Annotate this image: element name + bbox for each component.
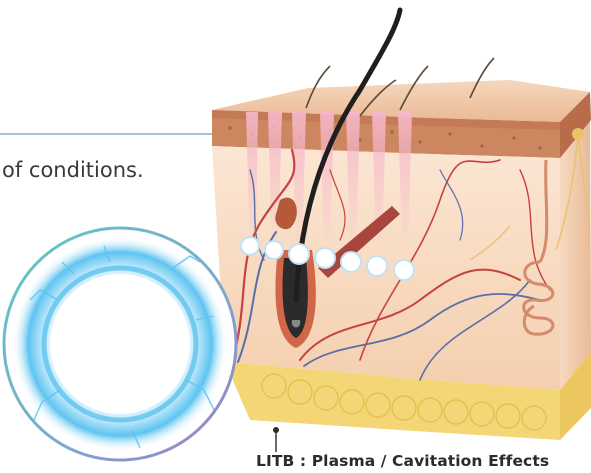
nerve-ending — [572, 128, 584, 140]
caption-box: LITB : Plasma / Cavitation Effects — [246, 452, 591, 473]
diagram-caption: LITB : Plasma / Cavitation Effects — [256, 452, 549, 470]
pointer-dot-icon — [273, 427, 279, 452]
plasma-ring-icon — [4, 228, 236, 460]
